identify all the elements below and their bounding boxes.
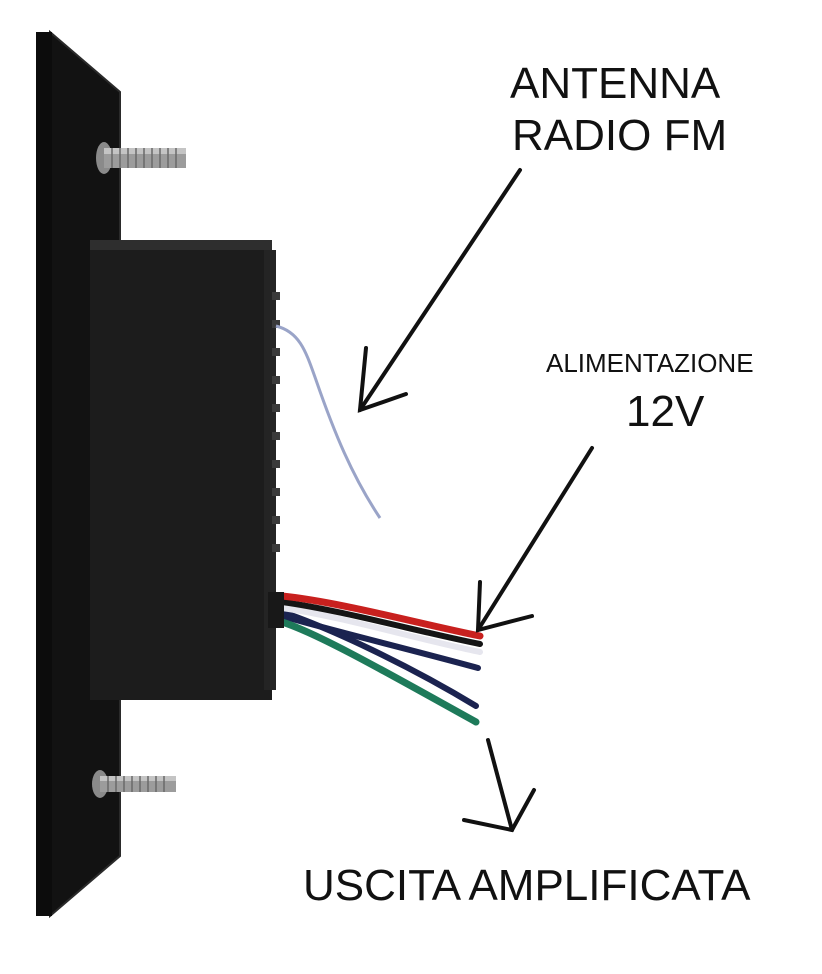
power-label-line2: 12V <box>626 387 705 436</box>
bottom-screw <box>92 770 176 798</box>
power-arrow <box>475 446 594 633</box>
antenna-label-line2: RADIO FM <box>512 111 728 160</box>
antenna-wire <box>275 324 382 519</box>
power-label-line1: ALIMENTAZIONE <box>546 348 754 378</box>
module-housing <box>90 240 280 700</box>
cable-bundle <box>268 592 484 726</box>
output-arrow <box>462 738 536 833</box>
antenna-label-line1: ANTENNA <box>510 59 721 108</box>
antenna-arrow <box>357 168 522 413</box>
output-label: USCITA AMPLIFICATA <box>303 861 751 910</box>
top-screw <box>96 142 186 174</box>
